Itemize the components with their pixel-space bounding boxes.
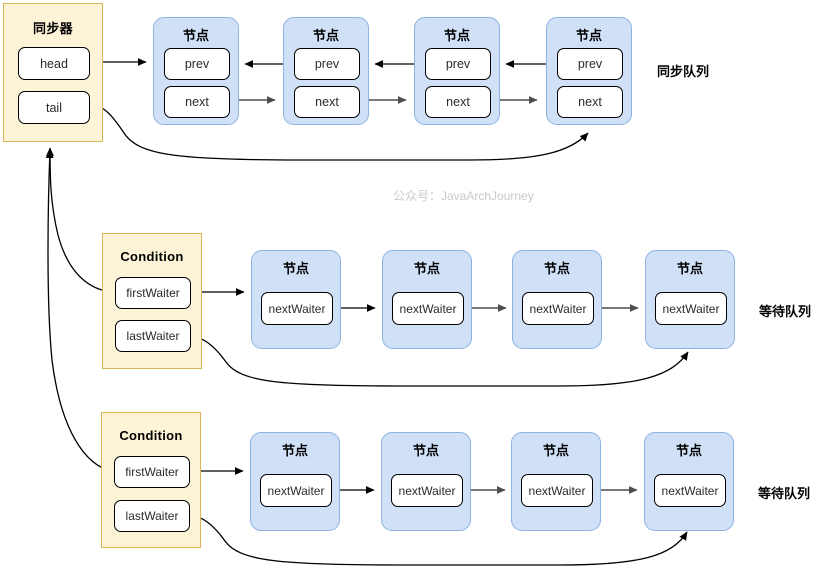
- condition-block-1-title: Condition: [120, 249, 184, 264]
- field-head[interactable]: head: [18, 47, 90, 80]
- sync-node-1-next[interactable]: next: [164, 86, 230, 118]
- sync-node-3-next[interactable]: next: [425, 86, 491, 118]
- sync-node-4-prev[interactable]: prev: [557, 48, 623, 80]
- sync-node-2-next[interactable]: next: [294, 86, 360, 118]
- c1-node-4-title: 节点: [676, 261, 703, 276]
- c2-node-4-title: 节点: [675, 443, 702, 458]
- sync-node-4: 节点 prev next: [546, 17, 632, 125]
- condition-block-2: Condition firstWaiter lastWaiter: [101, 412, 201, 548]
- c1-node-2-nextwaiter[interactable]: nextWaiter: [392, 292, 464, 325]
- c2-node-4: 节点 nextWaiter: [644, 432, 734, 531]
- c1-node-2-title: 节点: [413, 261, 440, 276]
- condition-block-1: Condition firstWaiter lastWaiter: [102, 233, 202, 369]
- c1-node-4-nextwaiter[interactable]: nextWaiter: [655, 292, 727, 325]
- sync-node-2-prev[interactable]: prev: [294, 48, 360, 80]
- label-sync-queue: 同步队列: [657, 64, 710, 79]
- c1-node-1-title: 节点: [282, 261, 309, 276]
- condition-block-2-title: Condition: [119, 428, 183, 443]
- sync-node-3: 节点 prev next: [414, 17, 500, 125]
- c2-node-1-title: 节点: [281, 443, 308, 458]
- c1-node-3-nextwaiter[interactable]: nextWaiter: [522, 292, 594, 325]
- c2-node-2-title: 节点: [412, 443, 439, 458]
- c1-node-2: 节点 nextWaiter: [382, 250, 472, 349]
- watermark: 公众号：JavaArchJourney: [393, 189, 534, 203]
- sync-node-1-prev[interactable]: prev: [164, 48, 230, 80]
- synchronizer-block: 同步器 head tail: [3, 3, 103, 142]
- c1-field-firstwaiter[interactable]: firstWaiter: [115, 277, 191, 309]
- label-wait-queue-2: 等待队列: [758, 486, 811, 501]
- c2-field-firstwaiter[interactable]: firstWaiter: [114, 456, 190, 488]
- sync-node-1: 节点 prev next: [153, 17, 239, 125]
- c2-node-3: 节点 nextWaiter: [511, 432, 601, 531]
- label-wait-queue-1: 等待队列: [759, 304, 812, 319]
- field-tail[interactable]: tail: [18, 91, 90, 124]
- c2-node-2-nextwaiter[interactable]: nextWaiter: [391, 474, 463, 507]
- c2-node-1-nextwaiter[interactable]: nextWaiter: [260, 474, 332, 507]
- sync-node-2-title: 节点: [312, 28, 339, 43]
- c1-node-1: 节点 nextWaiter: [251, 250, 341, 349]
- c1-node-3-title: 节点: [543, 261, 570, 276]
- synchronizer-title: 同步器: [33, 21, 73, 36]
- c2-node-3-title: 节点: [542, 443, 569, 458]
- c2-node-2: 节点 nextWaiter: [381, 432, 471, 531]
- c2-node-3-nextwaiter[interactable]: nextWaiter: [521, 474, 593, 507]
- c2-node-4-nextwaiter[interactable]: nextWaiter: [654, 474, 726, 507]
- sync-node-2: 节点 prev next: [283, 17, 369, 125]
- sync-node-3-prev[interactable]: prev: [425, 48, 491, 80]
- sync-node-4-next[interactable]: next: [557, 86, 623, 118]
- c1-field-lastwaiter[interactable]: lastWaiter: [115, 320, 191, 352]
- c1-node-4: 节点 nextWaiter: [645, 250, 735, 349]
- sync-node-1-title: 节点: [182, 28, 209, 43]
- c2-field-lastwaiter[interactable]: lastWaiter: [114, 500, 190, 532]
- c1-node-1-nextwaiter[interactable]: nextWaiter: [261, 292, 333, 325]
- sync-node-3-title: 节点: [443, 28, 470, 43]
- sync-node-4-title: 节点: [575, 28, 602, 43]
- c2-node-1: 节点 nextWaiter: [250, 432, 340, 531]
- c1-node-3: 节点 nextWaiter: [512, 250, 602, 349]
